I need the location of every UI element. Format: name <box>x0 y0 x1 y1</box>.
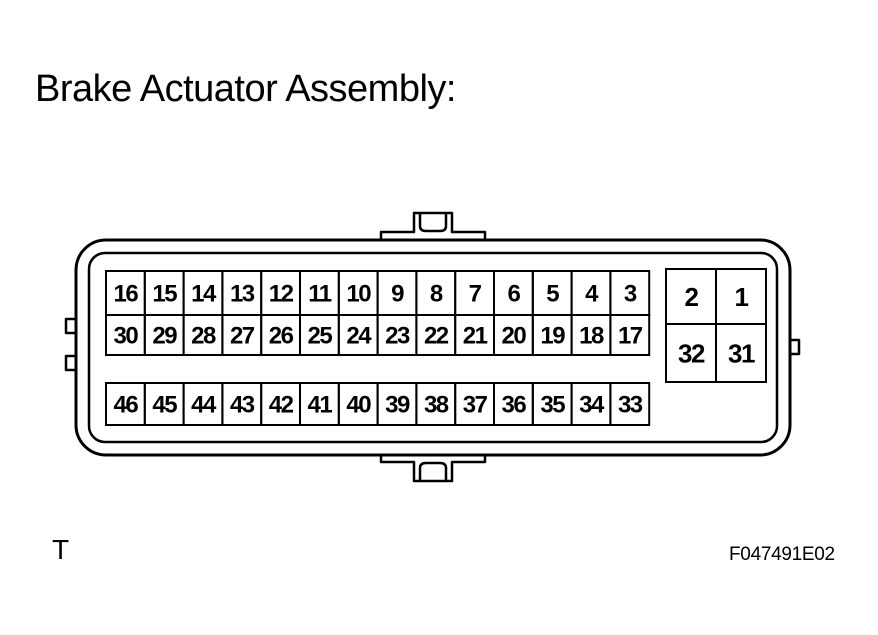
terminal-cell-border <box>715 323 767 383</box>
top-latch <box>379 211 487 240</box>
terminal-number: 23 <box>385 323 410 350</box>
connector-housing-outer <box>74 238 792 457</box>
terminal-number: 28 <box>191 323 216 350</box>
terminal-number: 10 <box>346 281 371 308</box>
terminal-cell-border <box>609 314 651 356</box>
terminal-number: 44 <box>191 392 217 419</box>
terminal-number: 11 <box>308 281 332 308</box>
terminal-number: 6 <box>507 281 520 308</box>
terminal-number: 29 <box>152 323 177 350</box>
terminal-number: 24 <box>346 323 372 350</box>
terminal-number: 2 <box>685 282 699 312</box>
terminal-number: 5 <box>546 281 559 308</box>
terminal-number: 46 <box>114 392 139 419</box>
terminal-number: 42 <box>269 392 294 419</box>
terminal-cell-border <box>609 382 651 426</box>
terminal-number: 9 <box>391 281 404 308</box>
terminal-number: 43 <box>230 392 255 419</box>
terminal-number: 16 <box>114 281 139 308</box>
terminal-number: 33 <box>618 392 643 419</box>
terminal-number: 17 <box>618 323 643 350</box>
side-label: T <box>52 534 70 565</box>
terminal-number: 4 <box>585 281 599 308</box>
terminal-number: 36 <box>502 392 527 419</box>
terminal-number: 38 <box>424 392 449 419</box>
terminal-number: 21 <box>463 323 488 350</box>
diagram-title: Brake Actuator Assembly: <box>35 68 456 110</box>
terminal-number: 45 <box>152 392 177 419</box>
terminal-number: 8 <box>430 281 443 308</box>
terminal-number: 19 <box>540 323 565 350</box>
terminal-number: 20 <box>502 323 527 350</box>
connector-housing-inner <box>87 251 779 444</box>
terminal-number: 15 <box>152 281 177 308</box>
terminal-number: 18 <box>579 323 604 350</box>
terminal-number: 34 <box>579 392 605 419</box>
terminal-number: 37 <box>463 392 488 419</box>
terminal-number: 12 <box>269 281 294 308</box>
top-latch-inner <box>418 213 448 233</box>
terminal-number: 14 <box>191 281 217 308</box>
terminal-number: 32 <box>678 338 705 368</box>
figure-code: F047491E02 <box>729 544 835 565</box>
terminal-number: 7 <box>469 281 482 308</box>
terminal-number: 26 <box>269 323 294 350</box>
terminal-number: 25 <box>308 323 333 350</box>
terminal-number: 30 <box>114 323 139 350</box>
terminal-number: 3 <box>624 281 637 308</box>
terminal-number: 13 <box>230 281 255 308</box>
terminal-number: 1 <box>735 282 749 312</box>
terminal-number: 22 <box>424 323 449 350</box>
terminal-number: 27 <box>230 323 255 350</box>
terminal-number: 31 <box>728 338 755 368</box>
bottom-latch <box>379 455 487 483</box>
terminal-number: 35 <box>540 392 565 419</box>
terminal-number: 41 <box>308 392 333 419</box>
terminal-number: 39 <box>385 392 410 419</box>
terminal-number: 40 <box>346 392 371 419</box>
bottom-latch-inner <box>418 461 448 481</box>
